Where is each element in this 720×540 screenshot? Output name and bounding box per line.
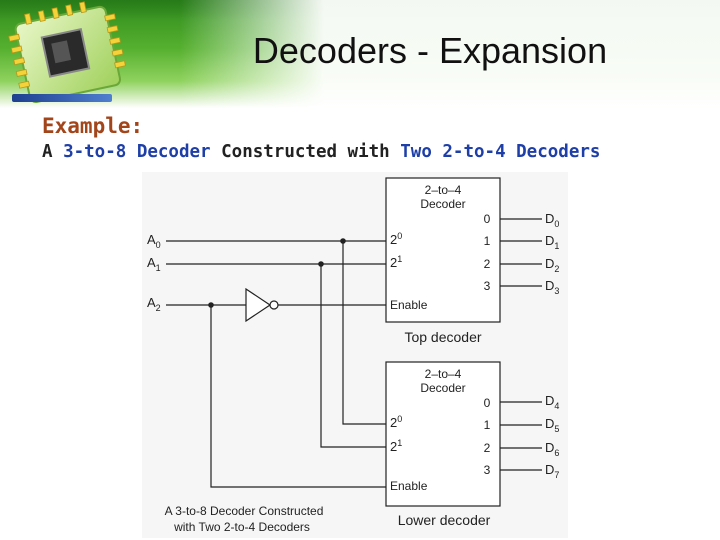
lower-decoder-enable-label: Enable: [390, 479, 428, 493]
inverter-gate: [245, 287, 272, 323]
lower-decoder-output-1: 1: [484, 418, 491, 432]
input-label-a0: A0: [147, 232, 161, 250]
top-decoder-in1-label: 21: [390, 254, 402, 270]
subtitle-part-a: A: [42, 142, 64, 162]
wire-a0-branch: [342, 241, 386, 425]
subtitle-part-b: 3-to-8 Decoder: [63, 142, 211, 162]
lower-decoder-output-2: 2: [484, 441, 491, 455]
top-output-label-d2: D2: [545, 256, 559, 274]
header-accent-bar: [12, 94, 112, 102]
top-decoder-in0-label: 20: [390, 231, 402, 247]
chip-logo-icon: [8, 1, 126, 104]
example-label: Example:: [42, 114, 144, 138]
top-output-label-d1: D1: [545, 233, 559, 251]
subtitle-part-d: Two 2-to-4 Decoders: [400, 142, 601, 162]
inverter-bubble: [269, 300, 279, 310]
lower-decoder-type-line2: Decoder: [420, 381, 465, 395]
top-decoder-output-1: 1: [484, 234, 491, 248]
figure-caption-line1: A 3-to-8 Decoder Constructed: [165, 504, 324, 518]
wire-a2-branch: [210, 305, 386, 488]
lower-decoder-output-0: 0: [484, 396, 491, 410]
top-output-label-d3: D3: [545, 278, 559, 296]
lower-decoder-box: [385, 361, 501, 507]
top-decoder-type-line1: 2–to–4: [425, 183, 462, 197]
junction-dot-a1: [318, 261, 324, 267]
lower-output-label-d5: D5: [545, 416, 559, 434]
top-decoder-type-line2: Decoder: [420, 197, 465, 211]
top-decoder-box: [385, 177, 501, 323]
top-decoder-caption: Top decoder: [404, 329, 481, 345]
subtitle-part-c: Constructed with: [210, 142, 401, 162]
lower-decoder-caption: Lower decoder: [398, 512, 491, 528]
junction-dot-a2: [208, 302, 214, 308]
lower-output-label-d6: D6: [545, 440, 559, 458]
top-decoder-output-0: 0: [484, 212, 491, 226]
input-label-a2: A2: [147, 295, 161, 313]
lower-decoder-in0-label: 20: [390, 414, 402, 430]
lower-output-label-d4: D4: [545, 393, 559, 411]
slide-subtitle: A 3-to-8 Decoder Constructed with Two 2-…: [42, 142, 600, 162]
top-decoder-output-3: 3: [484, 279, 491, 293]
figure-caption-line2: with Two 2-to-4 Decoders: [173, 520, 310, 534]
lower-decoder-in1-label: 21: [390, 438, 402, 454]
lower-output-label-d7: D7: [545, 462, 559, 480]
wire-a1-branch: [320, 264, 386, 448]
lower-decoder-output-3: 3: [484, 463, 491, 477]
top-output-label-d0: D0: [545, 211, 559, 229]
top-decoder-enable-label: Enable: [390, 298, 428, 312]
input-label-a1: A1: [147, 255, 161, 273]
top-decoder-output-2: 2: [484, 257, 491, 271]
slide-title: Decoders - Expansion: [252, 30, 608, 71]
junction-dot-a0: [340, 238, 346, 244]
lower-decoder-type-line1: 2–to–4: [425, 367, 462, 381]
